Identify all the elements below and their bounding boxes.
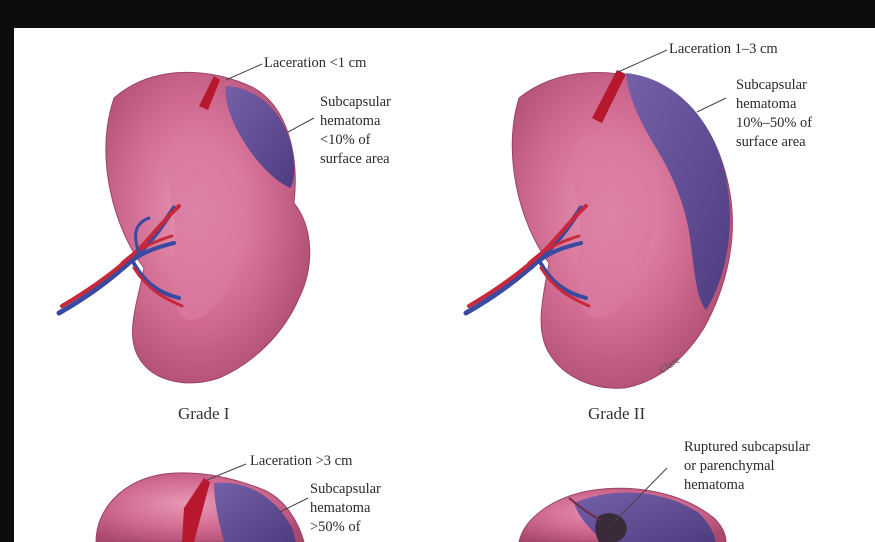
- hematoma-label-2: Subcapsular hematoma 10%–50% of surface …: [736, 76, 812, 152]
- leader-hematoma-2: [697, 98, 726, 112]
- spleen-grade-2: Clare: [466, 70, 732, 388]
- spleen-grade-3: [96, 473, 304, 542]
- hematoma-line: surface area: [320, 150, 391, 169]
- leader-hematoma-1: [288, 118, 314, 132]
- spleen-grade-4: [519, 488, 726, 542]
- laceration-label-3: Laceration >3 cm: [250, 452, 352, 471]
- rupture-line: hematoma: [684, 476, 810, 495]
- hematoma-line: hematoma: [310, 499, 381, 518]
- grade-label-2: Grade II: [588, 404, 645, 424]
- rupture-line: Ruptured subcapsular: [684, 438, 810, 457]
- hematoma-line: hematoma: [320, 112, 391, 131]
- hematoma-line: Subcapsular: [320, 93, 391, 112]
- hematoma-line: <10% of: [320, 131, 391, 150]
- leader-laceration-1: [226, 64, 262, 80]
- hematoma-line: hematoma: [736, 95, 812, 114]
- hematoma-label-3: Subcapsular hematoma >50% of: [310, 480, 381, 537]
- hematoma-line: 10%–50% of: [736, 114, 812, 133]
- leader-laceration-2: [618, 50, 667, 72]
- rupture-label-4: Ruptured subcapsular or parenchymal hema…: [684, 438, 810, 495]
- hematoma-line: surface area: [736, 133, 812, 152]
- hematoma-line: Subcapsular: [310, 480, 381, 499]
- grade-label-1: Grade I: [178, 404, 229, 424]
- laceration-label-2: Laceration 1–3 cm: [669, 40, 778, 59]
- rupture-line: or parenchymal: [684, 457, 810, 476]
- spleen-grade-1: [59, 72, 310, 382]
- hematoma-line: >50% of: [310, 518, 381, 537]
- hematoma-line: Subcapsular: [736, 76, 812, 95]
- hematoma-label-1: Subcapsular hematoma <10% of surface are…: [320, 93, 391, 169]
- figure-sheet: Clare Laceration <1 cm: [14, 28, 875, 542]
- laceration-label-1: Laceration <1 cm: [264, 54, 366, 73]
